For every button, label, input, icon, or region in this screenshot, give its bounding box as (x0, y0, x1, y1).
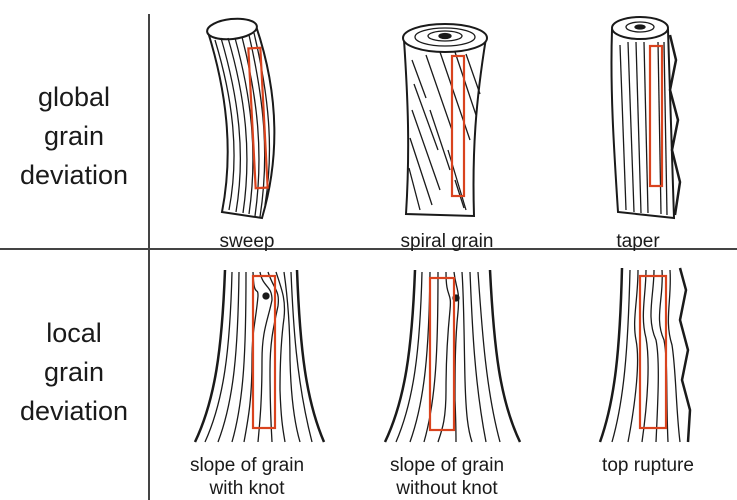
caption-slope-without-knot: slope of grain without knot (357, 454, 537, 500)
sweep-log-illustration (206, 16, 274, 218)
caption-top-rupture: top rupture (558, 454, 737, 477)
top-rupture-illustration (600, 268, 690, 442)
taper-log-illustration (611, 17, 680, 218)
caption-sweep: sweep (157, 230, 337, 253)
spiral-grain-log-illustration (403, 24, 487, 216)
caption-line: without knot (357, 477, 537, 500)
knot-icon (263, 293, 269, 299)
caption-slope-with-knot: slope of grain with knot (157, 454, 337, 500)
caption-taper: taper (548, 230, 728, 253)
slope-without-knot-illustration (385, 270, 520, 442)
caption-line: slope of grain (157, 454, 337, 477)
caption-spiral-grain: spiral grain (357, 230, 537, 253)
slope-with-knot-illustration (195, 270, 324, 442)
caption-line: slope of grain (357, 454, 537, 477)
caption-line: with knot (157, 477, 337, 500)
